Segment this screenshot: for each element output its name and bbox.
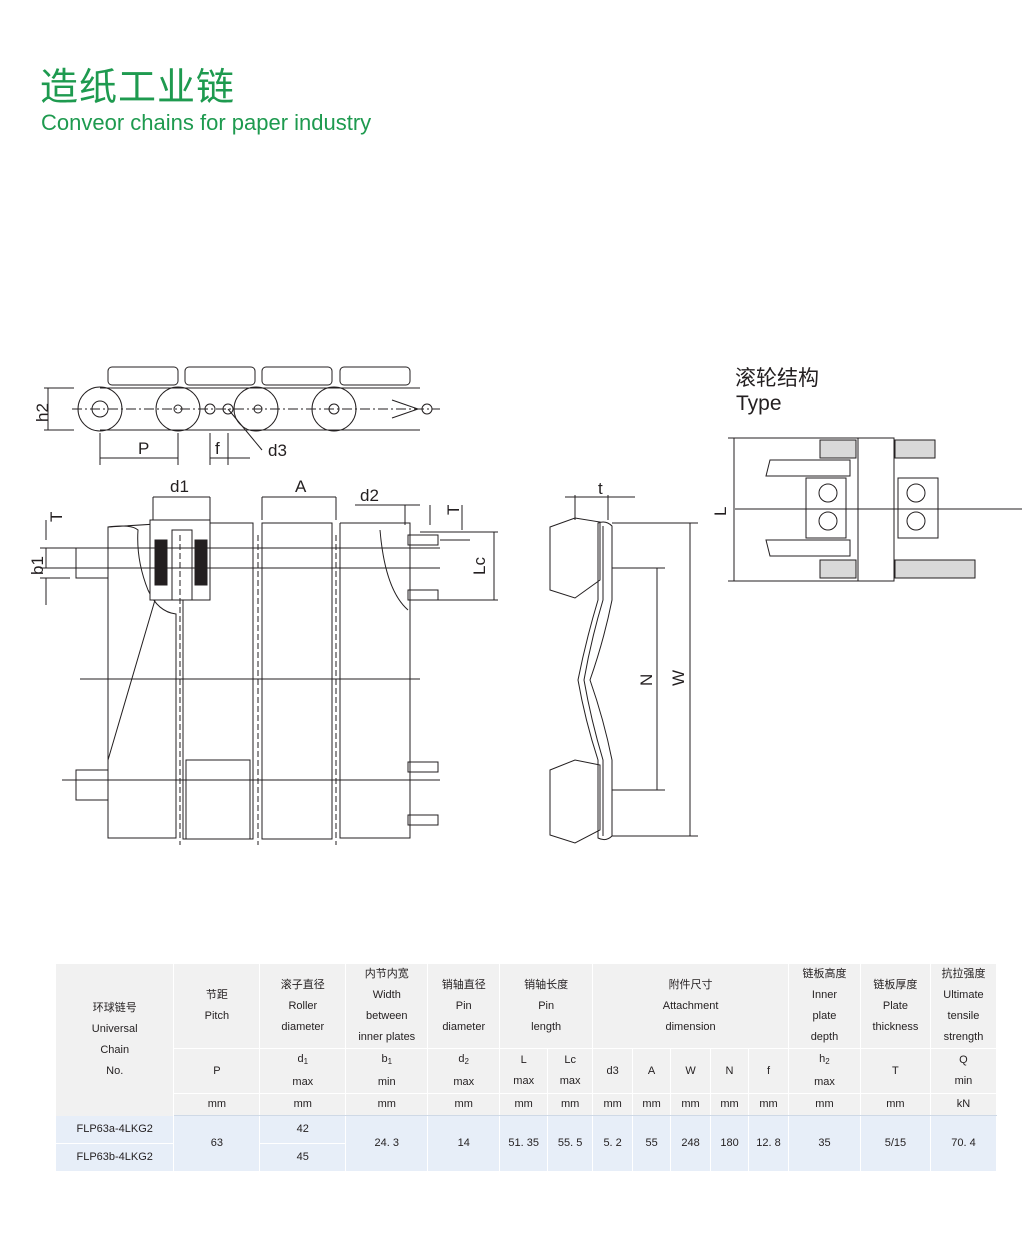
label-h2: h2 — [33, 403, 52, 422]
label-T-right: T — [444, 505, 463, 515]
roller-type-section — [728, 437, 1022, 582]
label-P: P — [138, 439, 149, 458]
model-cell: FLP63a-4LKG2 — [56, 1115, 175, 1144]
label-T-left: T — [47, 512, 66, 522]
label-N: N — [637, 674, 656, 686]
roller-type-title-en: Type — [736, 392, 782, 415]
table-row: FLP63a-4LKG2 63 42 24. 3 14 51. 35 55. 5… — [56, 1115, 998, 1171]
page-title-zh: 造纸工业链 — [40, 65, 236, 109]
page-title-en: Conveor chains for paper industry — [41, 110, 372, 135]
table-row: FLP63b-4LKG2 45 — [56, 1143, 997, 1171]
technical-drawing: h2 P f d3 d1 A d2 T b1 T Lc t N W L — [28, 366, 1022, 845]
table-unit-row: mm mm mm mm mm mm mm mm mm mm mm mm mm k… — [56, 1093, 998, 1116]
chain-front-view — [40, 496, 498, 845]
label-d1: d1 — [170, 477, 189, 496]
label-L: L — [711, 507, 730, 516]
label-b1: b1 — [28, 556, 47, 575]
label-d3: d3 — [268, 441, 287, 460]
label-A: A — [295, 477, 307, 496]
label-f: f — [215, 439, 220, 458]
label-Lc: Lc — [470, 557, 489, 575]
chain-top-view — [44, 366, 440, 465]
roller-type-title-zh: 滚轮结构 — [735, 366, 819, 390]
label-d2: d2 — [360, 486, 379, 505]
chain-side-view — [549, 495, 698, 844]
label-t: t — [598, 479, 603, 498]
model-cell: FLP63b-4LKG2 — [56, 1143, 175, 1171]
col-model-header: 环球链号 Universal Chain No. — [56, 964, 175, 1116]
label-W: W — [669, 670, 688, 686]
